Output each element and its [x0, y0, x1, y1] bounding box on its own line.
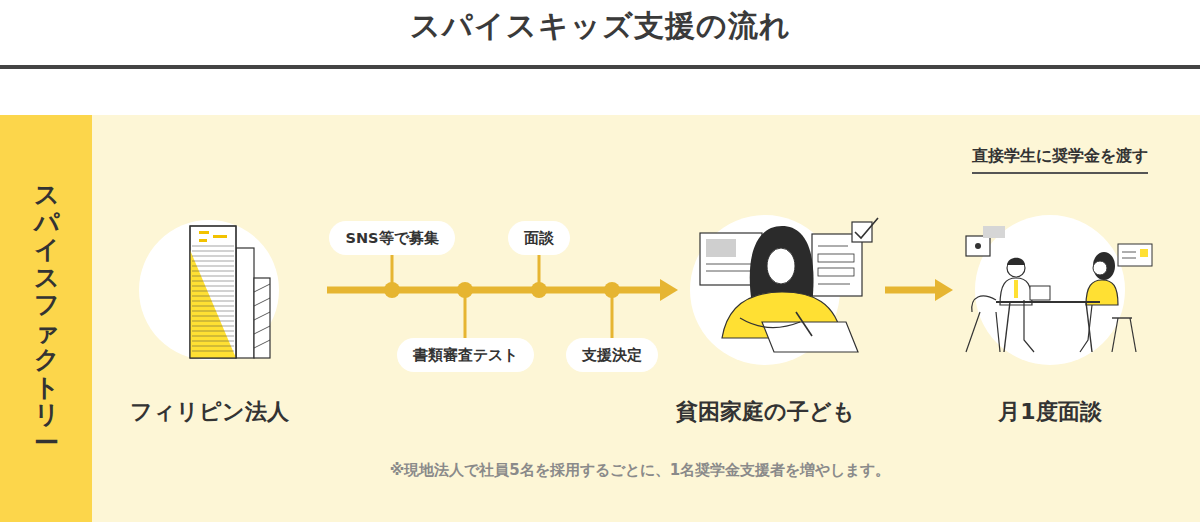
- title-rule: [0, 65, 1200, 69]
- timeline-dot: [457, 282, 473, 298]
- timeline-dot: [531, 282, 547, 298]
- step-circle: フィリピン法人: [139, 220, 279, 360]
- timeline-dot: [604, 282, 620, 298]
- timeline-dot: [384, 282, 400, 298]
- circle-shape: [975, 215, 1125, 365]
- step-label: 月1度面談: [998, 398, 1101, 426]
- step-label: フィリピン法人: [130, 398, 289, 426]
- footnote: ※現地法人で社員5名を採用するごとに、1名奨学金支援者を増やします。: [390, 461, 890, 481]
- step-pill: SNS等で募集: [329, 221, 454, 255]
- circle-fill: [139, 220, 279, 360]
- flow-arrow: [885, 287, 943, 294]
- label-wrap: 貧困家庭の子ども: [690, 398, 840, 426]
- pill-label: 支援決定: [582, 345, 642, 365]
- circle-shape: [139, 220, 279, 360]
- circle-shape: [690, 215, 840, 365]
- headline-note: 直接学生に奨学金を渡す: [972, 146, 1148, 174]
- pill-label: 書類審査テスト: [413, 345, 518, 365]
- step-pill: 書類審査テスト: [397, 338, 534, 372]
- page-title: スパイスキッズ支援の流れ: [0, 6, 1200, 47]
- pill-label: 面談: [524, 228, 554, 248]
- side-band: スパイスファクトリー: [0, 115, 92, 522]
- step-circle: 月1度面談: [975, 215, 1125, 365]
- label-wrap: フィリピン法人: [139, 398, 279, 426]
- label-wrap: 月1度面談: [975, 398, 1125, 426]
- step-circle: 貧困家庭の子ども: [690, 215, 840, 365]
- step-pill: 面談: [508, 221, 570, 255]
- panel-ground: [92, 115, 1200, 522]
- pill-label: SNS等で募集: [345, 228, 438, 248]
- illustration: [966, 226, 1152, 352]
- vertical-label: スパイスファクトリー: [34, 181, 59, 456]
- illustration: [190, 226, 270, 358]
- step-label: 貧困家庭の子ども: [676, 398, 855, 426]
- illustration: [700, 218, 878, 352]
- step-pill: 支援決定: [566, 338, 658, 372]
